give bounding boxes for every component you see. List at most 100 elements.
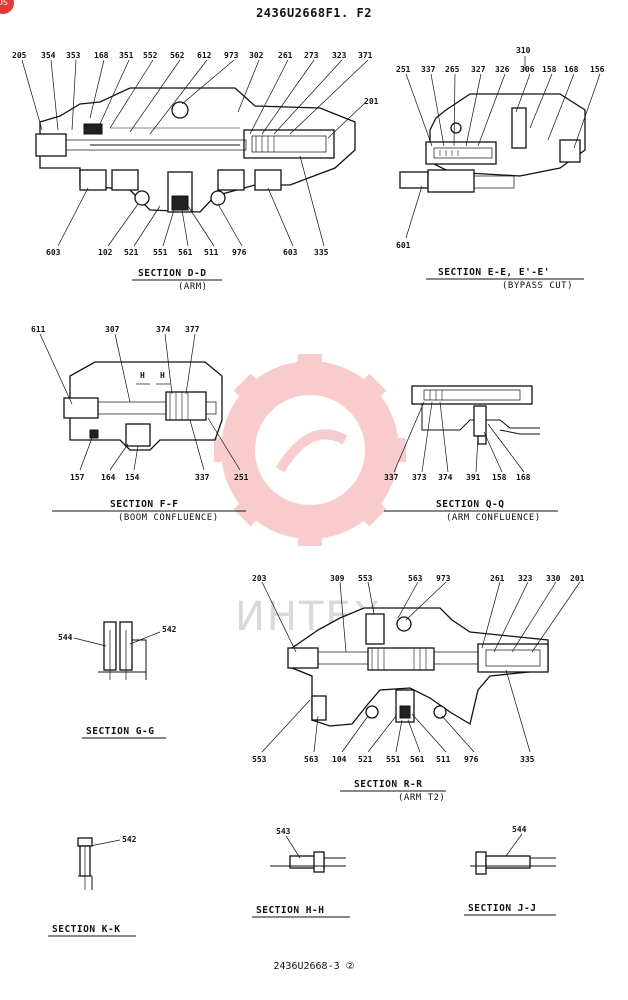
part-label: 104 — [332, 755, 347, 764]
part-label: 551 — [153, 248, 168, 257]
part-label: 168 — [516, 473, 531, 482]
part-label: 261 — [490, 574, 505, 583]
part-label: 265 — [445, 65, 460, 74]
part-label: 562 — [170, 51, 185, 60]
part-label: 310 — [516, 46, 531, 55]
part-label: 511 — [436, 755, 451, 764]
part-label: 205 — [12, 51, 27, 60]
section-dd-subtitle: (ARM) — [178, 282, 208, 292]
part-label: 168 — [564, 65, 579, 74]
svg-text:H: H — [160, 371, 165, 380]
part-label: 543 — [276, 827, 291, 836]
part-label: 302 — [249, 51, 264, 60]
section-jj-title: SECTION J-J — [468, 903, 536, 914]
section-ee-leaders — [405, 56, 601, 239]
part-label: 521 — [358, 755, 373, 764]
part-label: 552 — [143, 51, 158, 60]
part-label: 330 — [546, 574, 561, 583]
section-qq-part-labels: 337 373 374 391 158 168 — [384, 473, 531, 482]
section-ff-leaders — [39, 333, 241, 471]
section-qq-subtitle: (ARM CONFLUENCE) — [446, 513, 541, 523]
section-dd-drawing — [35, 87, 356, 213]
part-label: 309 — [330, 574, 345, 583]
section-gg-drawing — [98, 621, 147, 680]
section-jj-drawing — [470, 851, 556, 875]
part-label: 102 — [98, 248, 113, 257]
part-label: 351 — [119, 51, 134, 60]
part-label: 261 — [278, 51, 293, 60]
part-label: 201 — [570, 574, 585, 583]
section-dd-leaders — [21, 59, 369, 247]
part-label: 973 — [436, 574, 451, 583]
part-label: 251 — [396, 65, 411, 74]
part-label: 168 — [94, 51, 109, 60]
part-label: 353 — [66, 51, 81, 60]
part-label: 544 — [512, 825, 527, 834]
part-label: 374 — [156, 325, 171, 334]
drawing-number: 2436U2668-3 ② — [273, 961, 355, 972]
part-label: 553 — [252, 755, 267, 764]
part-label: 203 — [252, 574, 267, 583]
section-rr-part-labels: 203 309 553 563 973 261 323 330 201 553 … — [252, 574, 585, 764]
part-label: 335 — [314, 248, 329, 257]
corner-badge: DS — [0, 0, 14, 14]
part-label: 337 — [421, 65, 436, 74]
part-label: 335 — [520, 755, 535, 764]
drawing-title: 2436U2668F1. F2 — [256, 6, 372, 20]
section-gg-title: SECTION G-G — [86, 726, 154, 737]
section-ee-subtitle: (BYPASS CUT) — [502, 281, 573, 291]
part-label: 307 — [105, 325, 120, 334]
part-label: 601 — [396, 241, 411, 250]
part-label: 563 — [304, 755, 319, 764]
section-rr-drawing — [287, 607, 549, 727]
part-label: 327 — [471, 65, 486, 74]
section-hh-title: SECTION H-H — [256, 905, 324, 916]
section-rr-title: SECTION R-R — [354, 779, 422, 790]
part-label: 154 — [125, 473, 140, 482]
part-label: 553 — [358, 574, 373, 583]
part-label: 374 — [438, 473, 453, 482]
section-kk-drawing — [77, 837, 93, 890]
part-label: 976 — [232, 248, 247, 257]
section-qq-drawing — [411, 385, 540, 445]
part-label: 377 — [185, 325, 200, 334]
part-label: 306 — [520, 65, 535, 74]
part-label: 603 — [283, 248, 298, 257]
part-label: 251 — [234, 473, 249, 482]
section-ff-title: SECTION F-F — [110, 499, 178, 510]
part-label: 373 — [412, 473, 427, 482]
part-label: 323 — [332, 51, 347, 60]
part-label: 561 — [410, 755, 425, 764]
part-label: 542 — [162, 625, 177, 634]
part-label: 354 — [41, 51, 56, 60]
watermark-gear-icon — [214, 354, 406, 546]
section-ee-drawing — [399, 93, 586, 193]
part-label: 521 — [124, 248, 139, 257]
part-label: 391 — [466, 473, 481, 482]
part-label: 337 — [384, 473, 399, 482]
part-label: 542 — [122, 835, 137, 844]
part-label: 563 — [408, 574, 423, 583]
part-label: 973 — [224, 51, 239, 60]
part-label: 551 — [386, 755, 401, 764]
part-label: 326 — [495, 65, 510, 74]
section-ff-part-labels: 611 307 374 377 157 164 154 337 251 — [31, 325, 249, 482]
section-qq-title: SECTION Q-Q — [436, 499, 504, 510]
part-label: 511 — [204, 248, 219, 257]
part-label: 544 — [58, 633, 73, 642]
part-label: 156 — [590, 65, 605, 74]
section-ff-subtitle: (BOOM CONFLUENCE) — [118, 513, 219, 523]
part-label: 371 — [358, 51, 373, 60]
part-label: 323 — [518, 574, 533, 583]
svg-text:H: H — [140, 371, 145, 380]
part-label: 158 — [542, 65, 557, 74]
section-rr-subtitle: (ARM T2) — [398, 793, 445, 803]
part-label: 611 — [31, 325, 46, 334]
part-label: 612 — [197, 51, 212, 60]
section-dd-part-labels: 205 354 353 168 351 552 562 612 973 302 … — [12, 51, 379, 257]
part-label: 603 — [46, 248, 61, 257]
section-qq-leaders — [393, 401, 525, 473]
part-label: 164 — [101, 473, 116, 482]
